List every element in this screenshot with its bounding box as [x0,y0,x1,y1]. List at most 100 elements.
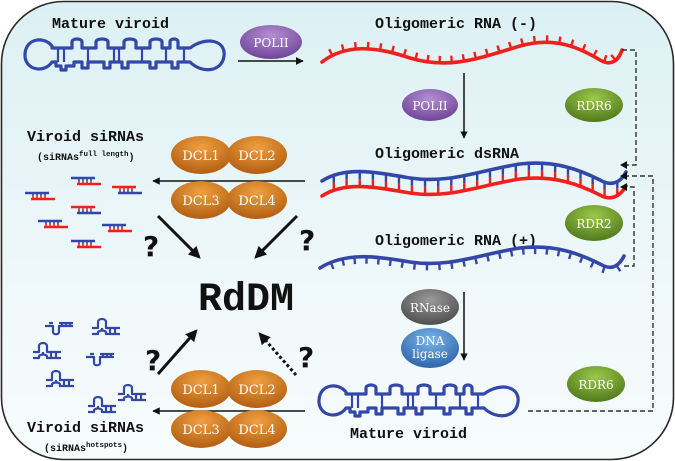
nucleotide-tick [569,39,575,47]
nucleotide-tick [484,48,489,57]
nucleotide-tick [450,55,454,63]
rdr2-enzyme: RDR2 [565,205,623,241]
dcl3-top-label: DCL3 [182,194,219,209]
nucleotide-tick [426,54,430,63]
question-mark-bottom-right: ? [298,341,314,374]
mature-viroid-bottom-label: Mature viroid [350,426,467,443]
nucleotide-tick [509,249,514,257]
nucleotide-tick [610,54,617,62]
nucleotide-tick [567,251,573,260]
nucleotide-tick [400,260,405,268]
nucleotide-tick [581,43,587,52]
nucleotide-tick [414,52,419,60]
rnase-label: RNase [410,301,450,315]
nucleotide-tick [615,264,622,272]
nucleotide-tick [601,265,606,274]
question-mark-top-right: ? [299,224,315,257]
sirnas-top-sub-sup: full length [79,151,129,159]
nucleotide-tick [497,251,502,260]
nucleotide-tick [329,261,335,270]
nucleotide-tick [545,247,549,255]
oligomeric-rna-plus-label: Oligomeric RNA (+) [375,233,537,250]
nucleotide-tick [592,49,598,57]
nucleotide-tick [462,259,466,267]
nucleotide-tick [521,247,525,255]
nucleotide-tick [473,51,478,60]
arrowhead-rdr2 [620,183,627,191]
nucleotide-tick [353,41,357,50]
sirnas-top-sub-base: (siRNAs [37,152,79,164]
dcl3-bottom-label: DCL3 [182,423,219,438]
nucleotide-tick [341,258,346,266]
oligomeric-dsrna-strand [320,161,628,200]
dcl2-bottom-label: DCL2 [238,383,275,398]
nucleotide-tick [402,48,408,57]
rdr6-bottom-enzyme: RDR6 [567,366,625,402]
dcl2-top-label: DCL2 [238,149,275,164]
oligomeric-dsrna-label: Oligomeric dsRNA [375,146,519,163]
nucleotide-tick [328,48,334,57]
arrow-viroid-to-rddm-dotted [258,332,298,376]
question-mark-top-left: ? [143,230,159,263]
arrow-dsrna-dcl-to-rddm [254,214,299,259]
mature-viroid-top-label: Mature viroid [52,16,169,33]
nucleotide-tick [412,262,417,270]
nucleotide-tick [388,258,393,267]
arrow-hotspots-to-rddm [156,329,198,375]
rdr2-dashed-path [624,186,635,267]
dna-ligase-enzyme: DNA ligase [401,328,459,368]
nucleotide-tick [474,257,478,265]
arrow-full-length-to-rddm [156,214,201,259]
rdr2-label: RDR2 [576,217,611,231]
sirnas-bottom-sub-sup: hotspots [86,442,123,450]
nucleotide-tick [578,255,584,264]
oligomeric-rna-plus-strand [318,245,626,274]
nucleotide-tick [485,254,490,262]
sirnas-bottom-sub-base: (siRNAs [44,443,86,455]
dna-ligase-label-line1: DNA [416,334,445,348]
nucleotide-tick [378,43,383,51]
nucleotide-tick [496,45,501,53]
nucleotide-tick [376,257,380,265]
nucleotide-tick [507,41,513,50]
viroid-sirnas-bottom-sublabel: (siRNAshotspots) [44,442,128,455]
nucleotide-tick [353,256,357,265]
nucleotide-tick [556,249,561,257]
dna-ligase-label-line2: ligase [412,347,448,361]
nucleotide-tick [602,54,608,63]
nucleotide-tick [450,261,454,269]
nucleotide-tick [589,260,595,268]
oligomeric-rna-minus-label: Oligomeric RNA (-) [375,16,537,33]
dcl4-bottom-label: DCL4 [238,423,275,438]
dcl-bottom-group: DCL1 DCL2 DCL3 DCL4 [171,370,287,448]
dcl1-bottom-label: DCL1 [182,383,219,398]
nucleotide-tick [558,36,562,44]
viroid-sirnas-bottom-label: Viroid siRNAs [27,420,144,437]
viroid-sirnas-top-sublabel: (siRNAsfull length) [37,151,135,164]
viroid-sirnas-top-label: Viroid siRNAs [27,129,144,146]
rdr6-top-label: RDR6 [576,99,611,113]
rdr6-dashed-path-bottom [528,175,654,412]
sirnas-top-sub-close: ) [129,152,135,164]
rdr6-top-enzyme: RDR6 [565,88,623,122]
arrowhead-rdr6-bottom [620,172,627,180]
question-mark-bottom-left: ? [145,344,161,377]
nucleotide-tick [532,35,537,44]
rnase-enzyme: RNase [401,289,459,325]
rddm-label: RdDM [198,278,294,323]
nucleotide-tick [340,44,345,52]
nucleotide-tick [519,38,525,46]
polii-mid-enzyme: POLII [402,89,458,121]
dcl1-top-label: DCL1 [182,149,219,164]
nucleotide-tick [390,45,395,53]
nucleotide-tick [461,54,466,62]
arrowhead-rdr6-top [620,161,627,169]
polii-top-enzyme: POLII [240,25,302,59]
oligomeric-rna-minus-strand [320,35,624,65]
dcl-top-group: DCL1 DCL2 DCL3 DCL4 [171,136,287,219]
dcl4-top-label: DCL4 [238,194,275,209]
sirnas-bottom-sub-close: ) [122,443,128,455]
polii-top-label: POLII [253,36,289,50]
